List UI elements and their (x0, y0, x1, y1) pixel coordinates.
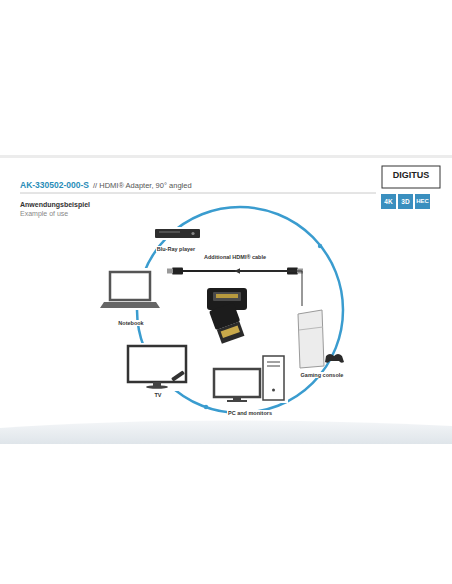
feature-icon (381, 194, 396, 209)
device-node: Gaming console (290, 306, 354, 378)
device-label: TV (153, 392, 162, 398)
device-node: PC and monitors (210, 352, 290, 416)
device-node: TV (124, 342, 192, 398)
gaming-console (298, 310, 344, 368)
tv (125, 343, 191, 391)
device-label: PC and monitors (227, 410, 273, 416)
section-subheading: Example of use (20, 210, 68, 218)
device-node: Blu-Ray player (150, 226, 202, 252)
feature-icon-text: HEC (415, 198, 430, 205)
hdmi-adapter (207, 288, 247, 344)
connector-arrow (235, 271, 302, 306)
bluray-player (153, 227, 202, 240)
logo-frame (382, 166, 440, 188)
section-heading: Anwendungsbeispiel (20, 201, 90, 209)
device-label: Notebook (117, 320, 144, 326)
header-rule (20, 193, 376, 194)
feature-icon (415, 194, 430, 209)
feature-icon-text: 3D (398, 198, 413, 206)
subtitle: // HDMI® Adapter, 90° angled (93, 181, 192, 190)
device-label: Additional HDMI® cable (203, 254, 267, 260)
device-node: Notebook (100, 266, 162, 326)
brand-logo: DIGITUS (382, 170, 440, 181)
device-label: Gaming console (300, 372, 345, 378)
bottom-band (0, 420, 452, 444)
notebook (100, 268, 162, 310)
pc-and-monitor (211, 353, 288, 403)
title: AK-330502-000-S (20, 180, 89, 190)
feature-icon (398, 194, 413, 209)
card-top-edge (0, 155, 452, 158)
device-label: Blu-Ray player (156, 246, 197, 252)
feature-icon-text: 4K (381, 198, 396, 206)
device-node: Additional HDMI® cable (168, 254, 302, 278)
